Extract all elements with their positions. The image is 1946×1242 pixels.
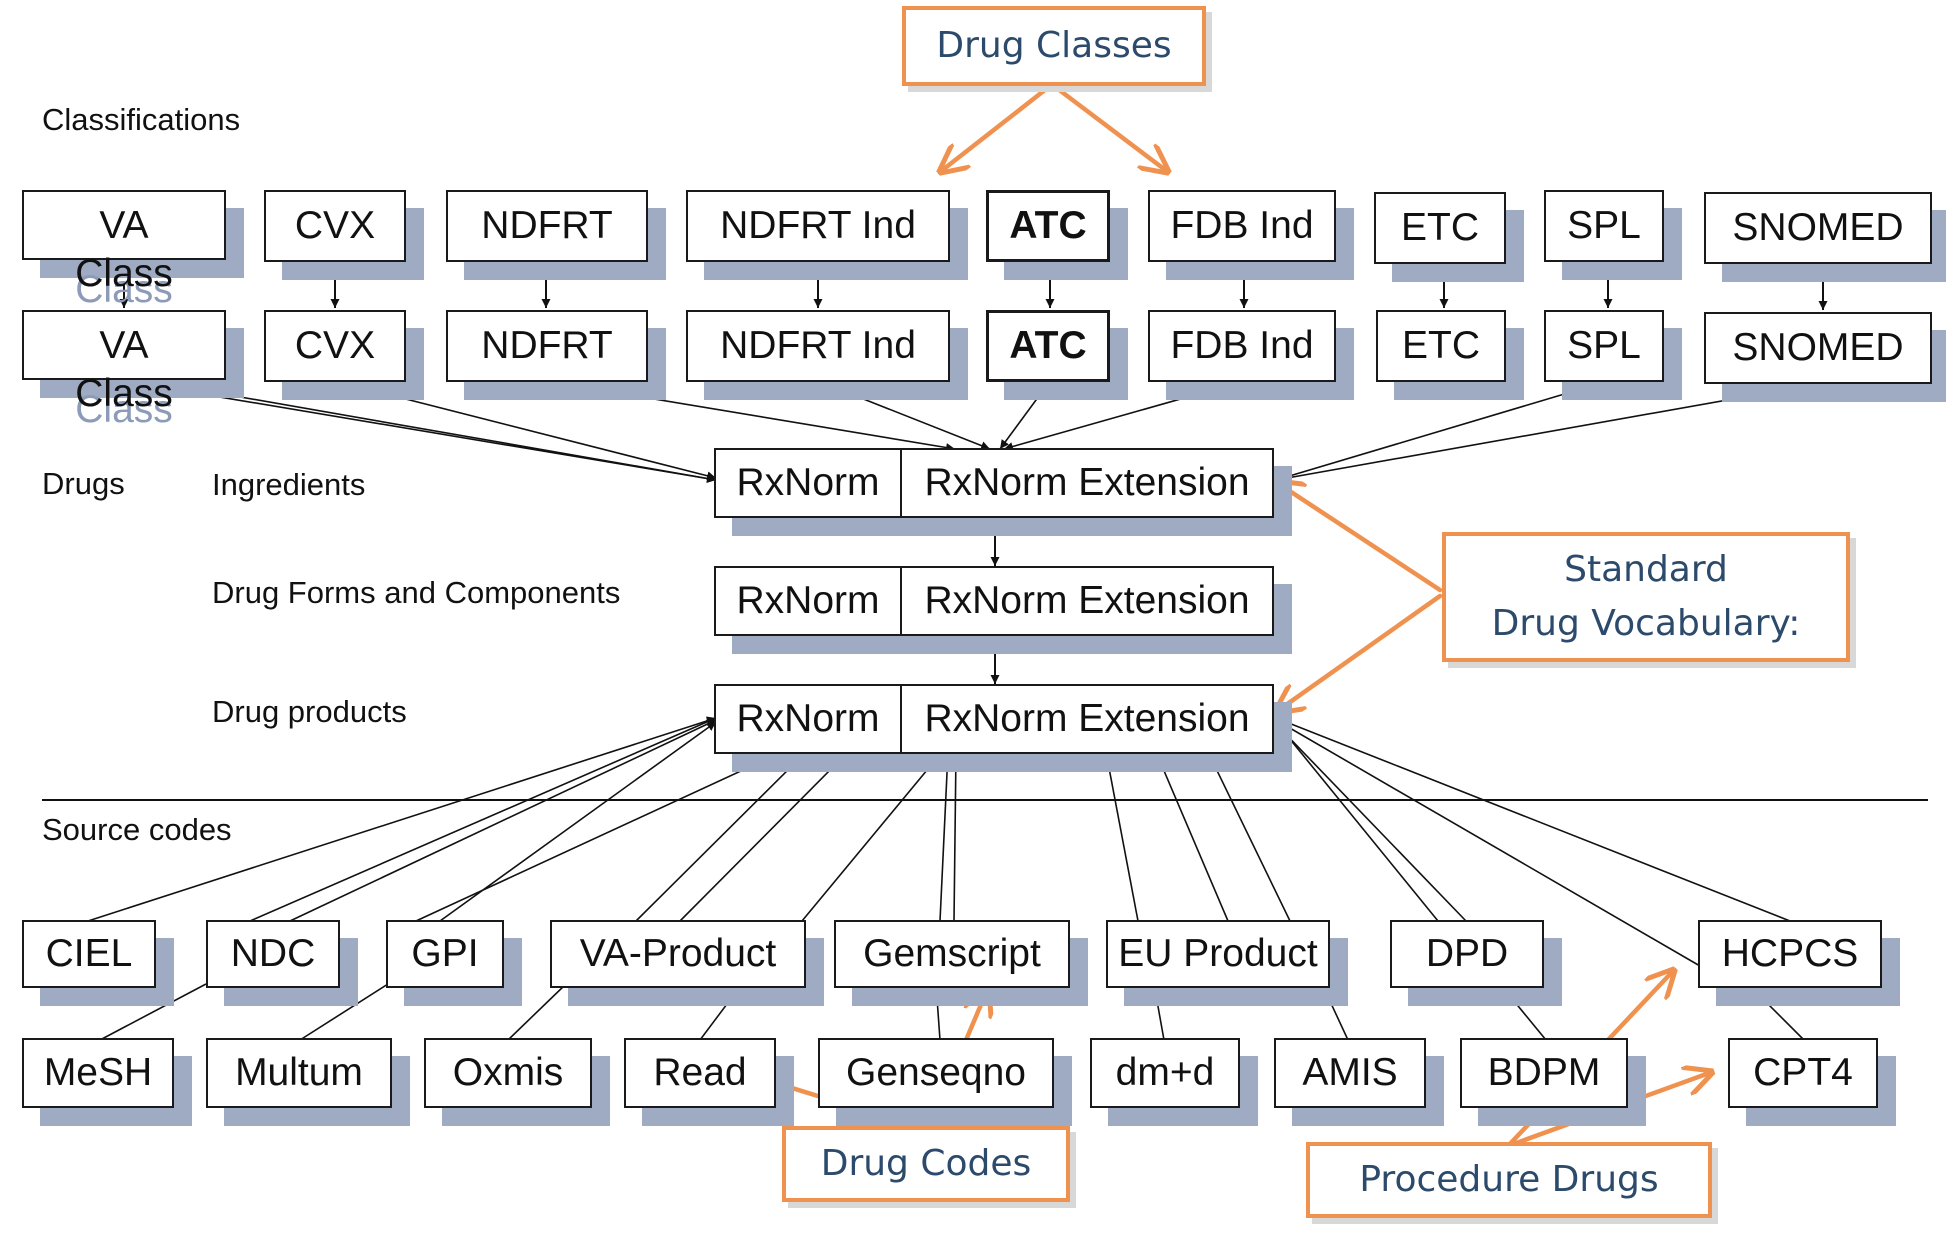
atc-class-box: ATC	[986, 190, 1110, 262]
standard-vocabulary-callout: Standard Drug Vocabulary:	[1442, 532, 1850, 662]
source-box-ciel: CIEL	[22, 920, 156, 988]
source-box-multum: Multum	[206, 1038, 392, 1108]
drug-classes-callout: Drug Classes	[902, 6, 1206, 86]
fdb-ind-box: FDB Ind	[1148, 310, 1336, 382]
etc-class-box: ETC	[1374, 192, 1506, 264]
ndfrt-box: NDFRT	[446, 310, 648, 382]
rxnorm-products-box: RxNorm RxNorm Extension	[714, 684, 1274, 754]
source-box-mesh: MeSH	[22, 1038, 174, 1108]
source-box-read: Read	[624, 1038, 776, 1108]
class-vertical-arrows	[119, 262, 1828, 310]
etc-box: ETC	[1376, 310, 1506, 382]
source-codes-label: Source codes	[42, 812, 232, 847]
source-box-eu-product: EU Product	[1106, 920, 1330, 988]
snomed-class-box: SNOMED	[1704, 192, 1932, 264]
classifications-label: Classifications	[42, 102, 241, 137]
rxnorm-extension-label: RxNorm Extension	[924, 697, 1250, 740]
standard-line1-text: Standard	[1564, 549, 1728, 590]
va-class-box-2: Class VA Class	[22, 310, 226, 431]
source-box-va-product: VA-Product	[550, 920, 806, 988]
ingredients-label: Ingredients	[212, 467, 366, 502]
rxnorm-label: RxNorm	[716, 450, 902, 516]
atc-box: ATC	[986, 310, 1110, 382]
drug-products-label: Drug products	[212, 694, 407, 729]
va-class-label: VA	[99, 204, 149, 247]
source-box-dm-d: dm+d	[1090, 1038, 1240, 1108]
drug-codes-text: Drug Codes	[820, 1143, 1032, 1184]
ndfrt-ind-class-box: NDFRT Ind	[686, 190, 950, 262]
snomed-box: SNOMED	[1704, 312, 1932, 384]
source-to-product-arrows	[87, 716, 1791, 967]
rxnorm-ingredients-box: RxNorm RxNorm Extension	[714, 448, 1274, 518]
rxnorm-forms-box: RxNorm RxNorm Extension	[714, 566, 1274, 636]
source-box-gpi: GPI	[386, 920, 504, 988]
source-box-cpt4: CPT4	[1728, 1038, 1878, 1108]
class-to-ingredient-arrows	[123, 380, 1824, 483]
va-class-label-2: VA	[99, 324, 149, 367]
source-box-oxmis: Oxmis	[424, 1038, 592, 1108]
rxnorm-extension-label: RxNorm Extension	[924, 461, 1250, 504]
cvx-box: CVX	[264, 310, 406, 382]
fdb-ind-class-box: FDB Ind	[1148, 190, 1336, 262]
cvx-class-box: CVX	[264, 190, 406, 262]
va-class-sub: Class	[75, 252, 173, 295]
spl-box: SPL	[1544, 310, 1664, 382]
rxnorm-label: RxNorm	[716, 686, 902, 752]
rxnorm-label: RxNorm	[716, 568, 902, 634]
procedure-drugs-callout: Procedure Drugs	[1306, 1142, 1712, 1218]
va-class-box: Class VA Class	[22, 190, 226, 311]
va-class-ghost-2: Class	[75, 388, 173, 431]
standard-line2-text: Drug Vocabulary:	[1491, 603, 1801, 644]
spl-class-box: SPL	[1544, 190, 1664, 262]
source-box-gemscript: Gemscript	[834, 920, 1070, 988]
drug-forms-label: Drug Forms and Components	[212, 575, 621, 610]
source-box-ndc: NDC	[206, 920, 340, 988]
procedure-drugs-text: Procedure Drugs	[1359, 1159, 1659, 1200]
drugs-label: Drugs	[42, 466, 125, 501]
rxnorm-extension-label: RxNorm Extension	[924, 579, 1250, 622]
source-link-lines	[99, 983, 1805, 1041]
ndfrt-class-box: NDFRT	[446, 190, 648, 262]
source-box-amis: AMIS	[1274, 1038, 1426, 1108]
source-box-dpd: DPD	[1390, 920, 1544, 988]
source-box-hcpcs: HCPCS	[1698, 920, 1882, 988]
va-class-sub-2: Class	[75, 372, 173, 415]
drug-classes-text: Drug Classes	[936, 25, 1172, 66]
source-box-genseqno: Genseqno	[818, 1038, 1054, 1108]
source-box-bdpm: BDPM	[1460, 1038, 1628, 1108]
ndfrt-ind-box: NDFRT Ind	[686, 310, 950, 382]
va-class-ghost: Class	[75, 268, 173, 311]
drug-codes-callout: Drug Codes	[782, 1126, 1070, 1202]
